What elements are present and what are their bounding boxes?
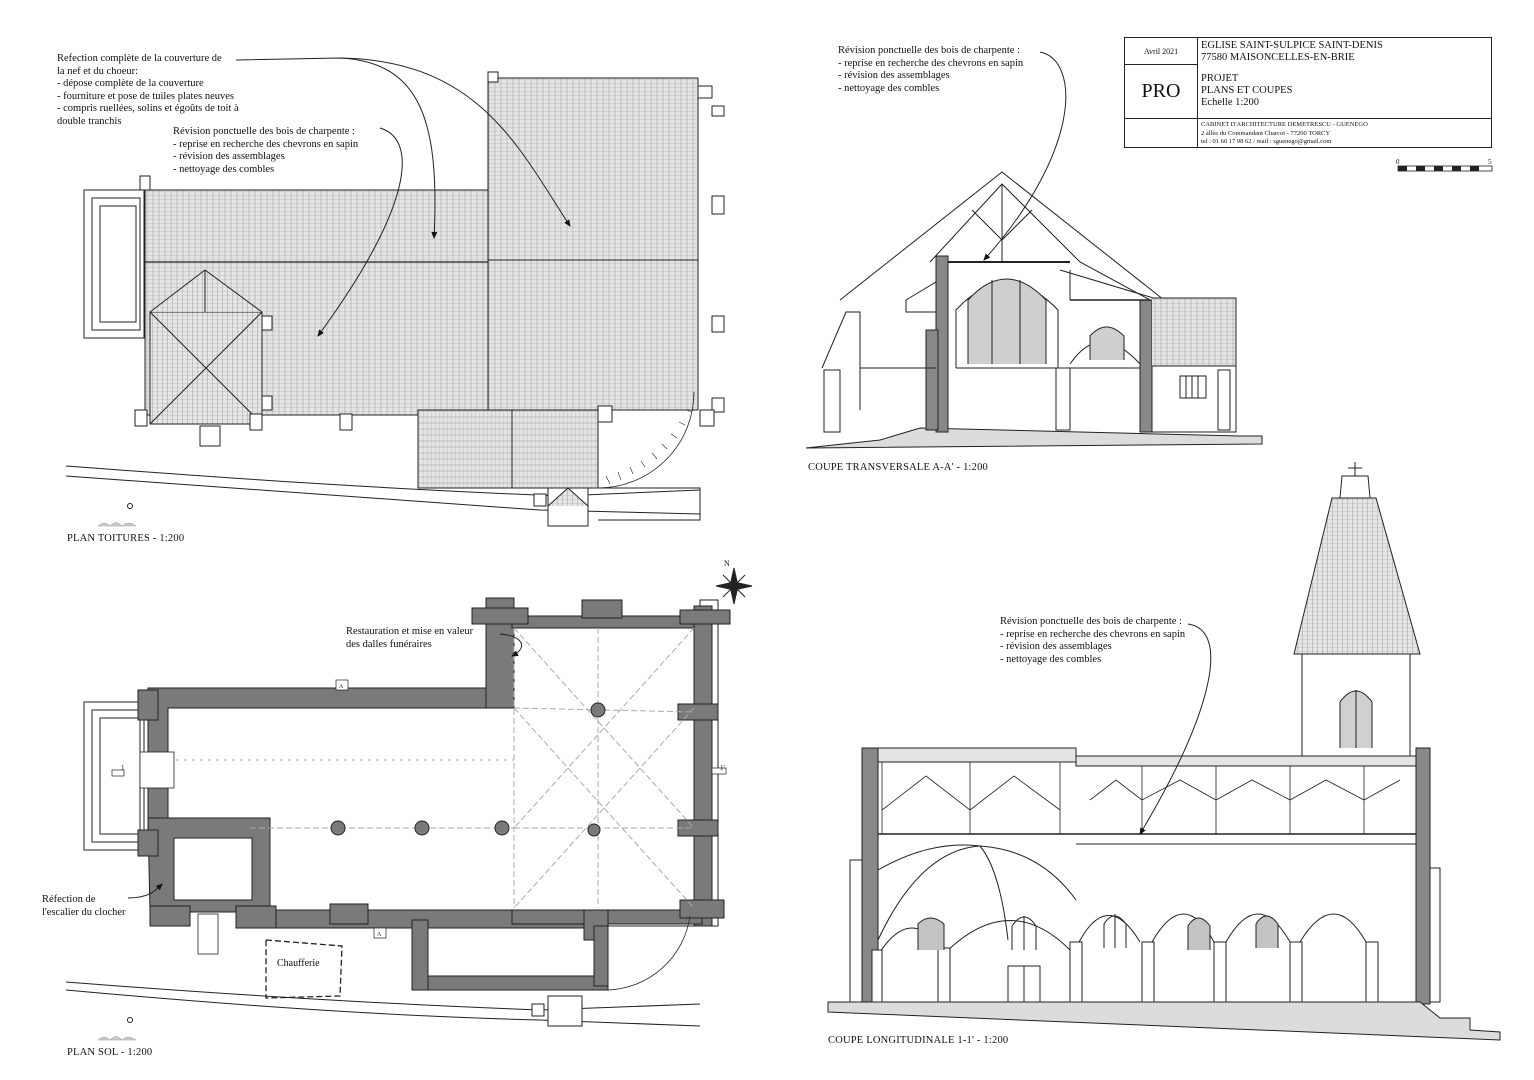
note-roof-timber: Révision ponctuelle des bois de charpent… <box>173 126 359 175</box>
note-section-timber: Révision ponctuelle des bois de charpent… <box>838 45 1024 94</box>
note-roof-cover: Refection complète de la couverture de l… <box>57 53 239 127</box>
transverse-section <box>805 51 1263 449</box>
title-block-cabinet: CABINET D'ARCHITECTURE DEMETRESCU - GUEN… <box>1201 121 1368 145</box>
scale-bar: 0 5 <box>1396 158 1493 172</box>
title-block: Avril 2021 EGLISE SAINT-SULPICE SAINT-DE… <box>1124 37 1492 148</box>
title-block-church: EGLISE SAINT-SULPICE SAINT-DENIS 77580 M… <box>1201 40 1383 63</box>
title-block-date: Avril 2021 <box>1125 38 1198 65</box>
north-arrow <box>715 567 753 605</box>
section-1-left: 1 <box>121 764 125 772</box>
roof-plan <box>65 57 725 527</box>
caption-roof-plan: PLAN TOITURES - 1:200 <box>67 533 185 544</box>
note-funerary-slabs: Restauration et mise en valeur des dalle… <box>346 626 474 650</box>
section-a-top: A <box>339 684 344 690</box>
section-a-bottom: A <box>377 932 382 938</box>
title-block-vertical-divider <box>1197 118 1198 148</box>
note-bell-tower-stair: Réfection de l'escalier du clocher <box>42 894 126 918</box>
title-block-project: PROJET PLANS ET COUPES Echelle 1:200 <box>1201 73 1293 108</box>
label-boiler-room: Chaufferie <box>277 958 320 969</box>
caption-ground-plan: PLAN SOL - 1:200 <box>67 1047 153 1058</box>
title-block-divider <box>1125 64 1491 119</box>
scale-end: 5 <box>1488 158 1492 166</box>
longitudinal-section <box>827 462 1501 1041</box>
title-block-phase: PRO <box>1125 64 1198 118</box>
section-1-right: 1' <box>720 764 725 772</box>
caption-transverse-section: COUPE TRANSVERSALE A-A' - 1:200 <box>808 462 988 473</box>
note-longitudinal-timber: Révision ponctuelle des bois de charpent… <box>1000 616 1186 665</box>
caption-longitudinal-section: COUPE LONGITUDINALE 1-1' - 1:200 <box>828 1035 1009 1046</box>
north-label: N <box>724 559 730 568</box>
ground-plan: N A A 1 1' <box>65 559 753 1041</box>
scale-start: 0 <box>1396 158 1400 166</box>
